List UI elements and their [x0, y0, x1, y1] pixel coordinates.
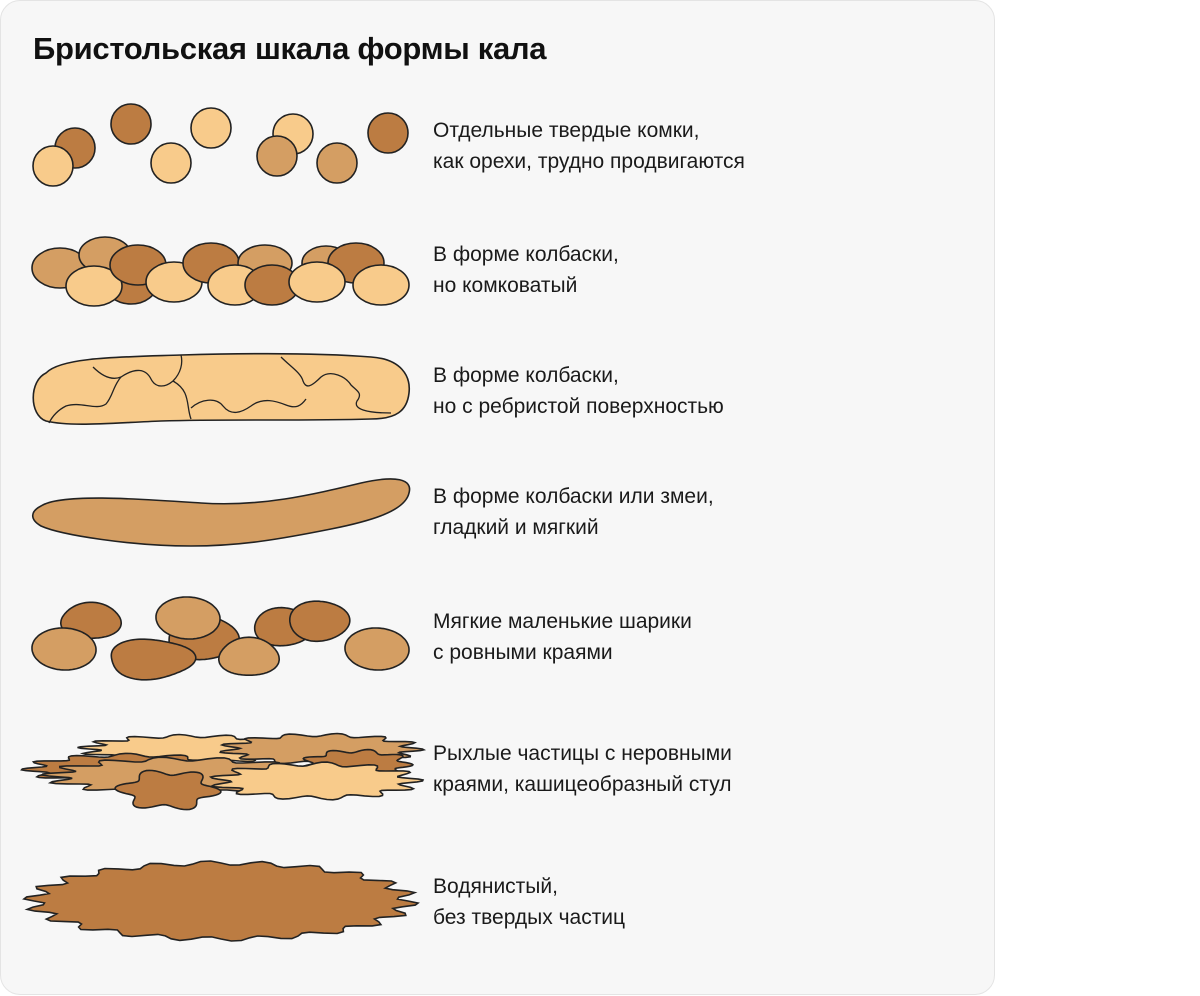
desc-line: В форме колбаски или змеи, [433, 485, 714, 508]
snake-shape [31, 478, 411, 547]
type-2-lumpy-sausage-illustration [31, 236, 410, 307]
desc-line: с ровными краями [433, 641, 613, 664]
bristol-scale-card: Бристольская шкала формы кала Отдельные … [0, 0, 995, 995]
type-6-description: Рыхлые частицы с неровными краями, кашице… [433, 738, 732, 800]
crack-line [92, 354, 183, 387]
type-2-description: В форме колбаски, но комковатый [433, 239, 619, 301]
hard-lump [256, 135, 298, 177]
desc-line: В форме колбаски, [433, 364, 619, 387]
desc-line: Отдельные твердые комки, [433, 119, 700, 142]
desc-line: гладкий и мягкий [433, 516, 599, 539]
crack-line [280, 356, 392, 414]
desc-line: В форме колбаски, [433, 243, 619, 266]
desc-line: но с ребристой поверхностью [433, 395, 724, 418]
desc-line: Рыхлые частицы с неровными [433, 742, 732, 765]
hard-lump [316, 142, 358, 184]
desc-line: как орехи, трудно продвигаются [433, 150, 745, 173]
lump [352, 264, 410, 306]
type-5-description: Мягкие маленькие шарики с ровными краями [433, 606, 692, 668]
sausage-shape [32, 352, 411, 425]
type-6-mushy-pieces-illustration [20, 732, 427, 811]
stool-illustrations [20, 103, 427, 942]
lump [288, 261, 346, 303]
crack-line [172, 380, 307, 420]
desc-line: Мягкие маленькие шарики [433, 610, 692, 633]
hard-lump [110, 103, 152, 145]
lump [65, 265, 123, 307]
type-5-soft-blobs-illustration [31, 596, 410, 681]
type-1-description: Отдельные твердые комки, как орехи, трудн… [433, 115, 745, 177]
desc-line: но комковатый [433, 274, 578, 297]
soft-blob [110, 638, 197, 681]
desc-line: краями, кашицеобразный стул [433, 773, 732, 796]
watery-shape [22, 860, 420, 942]
mushy-piece [114, 769, 222, 811]
hard-lump [150, 142, 192, 184]
desc-line: без твердых частиц [433, 906, 626, 929]
soft-blob [218, 636, 280, 676]
type-7-watery-illustration [22, 860, 420, 942]
soft-blob [344, 627, 410, 671]
type-3-cracked-sausage-illustration [32, 352, 411, 425]
type-4-smooth-sausage-illustration [31, 478, 411, 547]
crack-line [48, 376, 122, 424]
page-title: Бристольская шкала формы кала [33, 31, 547, 66]
mushy-piece [208, 761, 425, 801]
hard-lump [190, 107, 232, 149]
desc-line: Водянистый, [433, 875, 558, 898]
type-1-hard-lumps-illustration [32, 103, 409, 187]
hard-lump [32, 145, 74, 187]
type-3-description: В форме колбаски, но с ребристой поверхно… [433, 360, 724, 422]
soft-blob [31, 627, 97, 671]
hard-lump [367, 112, 409, 154]
type-4-description: В форме колбаски или змеи, гладкий и мягк… [433, 481, 714, 543]
type-7-description: Водянистый, без твердых частиц [433, 871, 625, 933]
soft-blob [289, 600, 351, 643]
soft-blob [155, 596, 221, 640]
